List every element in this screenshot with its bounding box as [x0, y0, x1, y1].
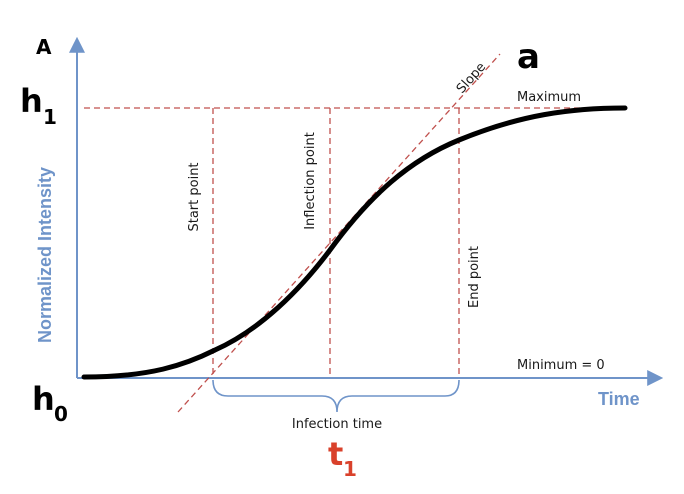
- h1-base: h: [20, 82, 43, 120]
- h0-subscript: 0: [54, 402, 68, 426]
- infection-time-label: Infection time: [292, 417, 382, 432]
- y-axis-label: Normalized Intensity: [35, 167, 55, 343]
- slope-line: [177, 53, 501, 413]
- end-point-label: End point: [467, 246, 482, 308]
- t1-base: t: [328, 435, 343, 473]
- h0-symbol: h 0: [32, 380, 68, 426]
- slope-param-a: a: [517, 37, 540, 77]
- slope-label: Slope: [454, 60, 489, 97]
- panel-label: A: [36, 35, 52, 59]
- inflection-point-label: Inflection point: [303, 132, 318, 230]
- sigmoid-curve: [81, 105, 628, 380]
- minimum-label: Minimum = 0: [517, 358, 605, 373]
- t1-subscript: 1: [343, 457, 357, 481]
- maximum-label: Maximum: [517, 90, 581, 105]
- t1-symbol: t 1: [328, 435, 357, 481]
- h0-base: h: [32, 380, 55, 418]
- x-axis-label: Time: [598, 389, 640, 409]
- start-point-label: Start point: [187, 162, 202, 231]
- h1-symbol: h 1: [20, 82, 57, 129]
- infection-time-brace: [212, 379, 460, 413]
- h1-subscript: 1: [43, 105, 57, 129]
